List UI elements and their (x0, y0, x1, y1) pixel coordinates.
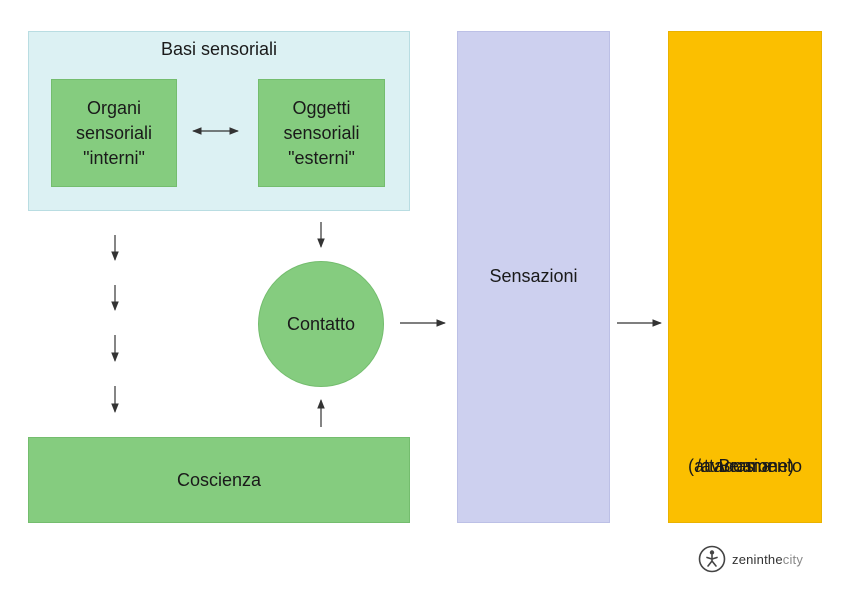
organi-line-3: "interni" (83, 147, 145, 168)
oggetti-sensoriali-box: Oggetti sensoriali "esterni" (258, 79, 385, 187)
oggetti-line-2: sensoriali (283, 122, 360, 143)
basi-sensoriali-title: Basi sensoriali (160, 39, 278, 59)
organi-line-1: Organi (86, 97, 141, 118)
oggetti-line-1: Oggetti (292, 97, 351, 118)
coscienza-box: Coscienza (28, 437, 410, 523)
coscienza-label: Coscienza (176, 469, 262, 490)
meditating-figure-icon (698, 545, 726, 573)
logo-text-city: city (782, 551, 804, 567)
logo-text-the: the (764, 551, 783, 567)
brama-line-3: /avversione) (695, 456, 795, 476)
organi-sensoriali-box: Organi sensoriali "interni" (51, 79, 177, 187)
logo-text: zeninthecity (732, 552, 803, 567)
brama-line-1: Brama (718, 456, 772, 476)
logo-text-zenin: zenin (732, 551, 765, 567)
organi-line-2: sensoriali (75, 122, 153, 143)
brama-box: Brama (attaccamento /avversione) (668, 31, 822, 523)
contatto-circle: Contatto (258, 261, 384, 387)
oggetti-line-3: "esterni" (288, 147, 355, 168)
sensazioni-box: Sensazioni (457, 31, 610, 523)
zeninthecity-logo: zeninthecity (698, 544, 822, 574)
brama-line-2: (attaccamento (687, 456, 803, 476)
contatto-label: Contatto (286, 313, 356, 334)
sensazioni-label: Sensazioni (489, 266, 578, 286)
